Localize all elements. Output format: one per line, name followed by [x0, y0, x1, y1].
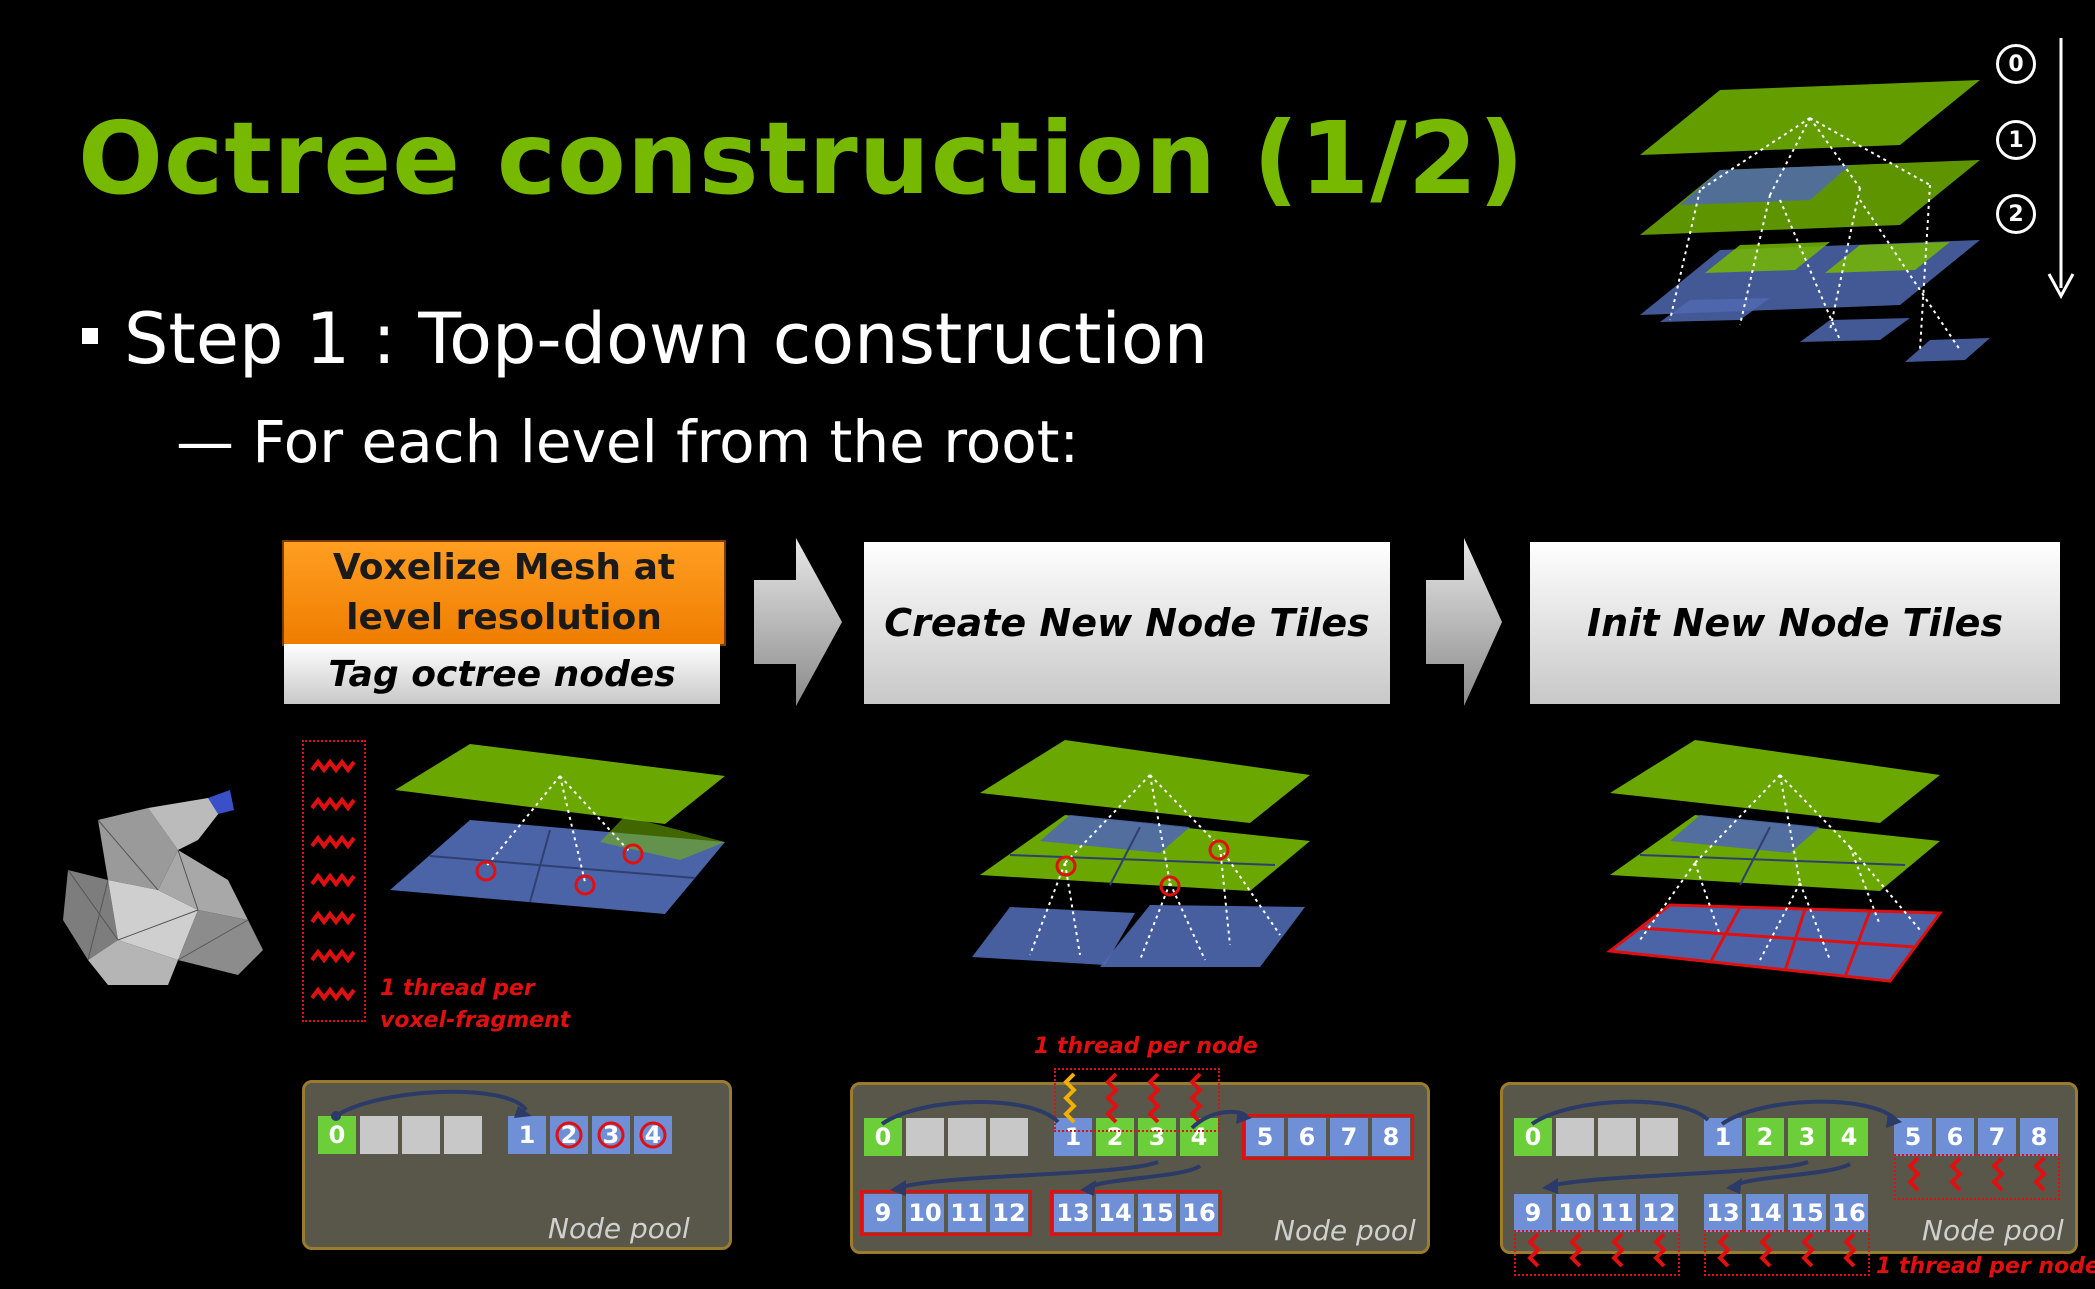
pool3-node-14: 14	[1746, 1194, 1784, 1232]
tag-octree-nodes-box: Tag octree nodes	[284, 644, 720, 704]
pool3-node-13: 13	[1704, 1194, 1742, 1232]
pool2-node-0: 0	[864, 1118, 902, 1156]
pool3-node-12: 12	[1640, 1194, 1678, 1232]
level-marker-2: 2	[1996, 194, 2036, 234]
pool2-new-tile-frame	[860, 1190, 1032, 1236]
thread-per-node-label-top: 1 thread per node	[1034, 1034, 1258, 1059]
pool3-node-6: 6	[1936, 1118, 1974, 1156]
bullet-step1: Step 1 : Top-down construction	[82, 298, 1208, 380]
octree-diagram-create	[972, 740, 1310, 967]
page-title: Octree construction (1/2)	[78, 100, 1526, 217]
level-marker-0: 0	[1996, 44, 2036, 84]
pool3-thread-frame	[1894, 1154, 2060, 1200]
pool2-node-16: 16	[1180, 1194, 1218, 1232]
thread-per-fragment-label-1: 1 thread per	[380, 976, 535, 1001]
pool2-empty-cell	[906, 1118, 944, 1156]
arrow-right-icon	[1426, 538, 1502, 706]
pool2-new-tile-frame	[1242, 1114, 1414, 1160]
pool3-overlay	[1527, 1099, 2047, 1268]
pool1-overlay	[331, 1089, 667, 1149]
pool3-node-10: 10	[1556, 1194, 1594, 1232]
pool2-new-tile-frame	[1050, 1190, 1222, 1236]
pool2-node-15: 15	[1138, 1194, 1176, 1232]
pool2-node-5: 5	[1246, 1118, 1284, 1156]
pool3-node-9: 9	[1514, 1194, 1552, 1232]
pool3-node-3: 3	[1788, 1118, 1826, 1156]
pool2-overlay	[880, 1072, 1252, 1196]
bunny-mesh-image	[63, 790, 263, 985]
pool2-node-6: 6	[1288, 1118, 1326, 1156]
pool3-thread-frame	[1704, 1230, 1870, 1276]
thread-per-fragment-label-2: voxel-fragment	[380, 1008, 571, 1033]
init-node-tiles-box: Init New Node Tiles	[1530, 542, 2060, 704]
pool1-empty-cell	[444, 1116, 482, 1154]
arrow-right-icon	[754, 538, 842, 706]
thread-group-frame	[302, 740, 366, 1022]
pool3-node-11: 11	[1598, 1194, 1636, 1232]
pool3-node-2: 2	[1746, 1118, 1784, 1156]
node-pool-1-label: Node pool	[548, 1212, 690, 1245]
thread-squiggles-icon	[310, 758, 356, 1002]
pool3-node-16: 16	[1830, 1194, 1868, 1232]
down-arrow-icon	[2047, 38, 2075, 300]
pool2-node-10: 10	[906, 1194, 944, 1232]
pool1-empty-cell	[402, 1116, 440, 1154]
pool2-node-9: 9	[864, 1194, 902, 1232]
octree-diagram-tag	[390, 744, 725, 914]
pool2-thread-frame	[1054, 1068, 1220, 1132]
create-node-tiles-box: Create New Node Tiles	[864, 542, 1390, 704]
bullet-square-icon	[82, 327, 98, 344]
pool3-empty-cell	[1598, 1118, 1636, 1156]
pool3-node-5: 5	[1894, 1118, 1932, 1156]
node-pool-1	[302, 1080, 732, 1250]
pool1-node-0: 0	[318, 1116, 356, 1154]
voxelize-mesh-box: Voxelize Mesh at level resolution	[282, 540, 726, 646]
node-pool-3-label: Node pool	[1922, 1214, 2064, 1247]
octree-levels-illustration	[1640, 80, 1990, 362]
pool3-node-15: 15	[1788, 1194, 1826, 1232]
pool3-node-8: 8	[2020, 1118, 2058, 1156]
pool2-node-7: 7	[1330, 1118, 1368, 1156]
pool1-empty-cell	[360, 1116, 398, 1154]
pool3-empty-cell	[1556, 1118, 1594, 1156]
pool2-node-13: 13	[1054, 1194, 1092, 1232]
thread-per-node-label-bottom: 1 thread per node	[1876, 1254, 2095, 1279]
pool3-empty-cell	[1640, 1118, 1678, 1156]
pool2-empty-cell	[990, 1118, 1028, 1156]
pool2-node-12: 12	[990, 1194, 1028, 1232]
pool3-thread-frame	[1514, 1230, 1680, 1276]
pool3-node-7: 7	[1978, 1118, 2016, 1156]
bullet-sub: — For each level from the root:	[176, 408, 1080, 476]
pool3-node-4: 4	[1830, 1118, 1868, 1156]
pool2-node-11: 11	[948, 1194, 986, 1232]
node-pool-2-label: Node pool	[1274, 1214, 1416, 1247]
octree-diagram-init	[1606, 740, 1943, 983]
pool2-node-14: 14	[1096, 1194, 1134, 1232]
level-marker-1: 1	[1996, 120, 2036, 160]
pool1-node-1: 1	[508, 1116, 546, 1154]
pool2-node-8: 8	[1372, 1118, 1410, 1156]
bullet-step1-text: Step 1 : Top-down construction	[124, 298, 1209, 380]
pool2-empty-cell	[948, 1118, 986, 1156]
